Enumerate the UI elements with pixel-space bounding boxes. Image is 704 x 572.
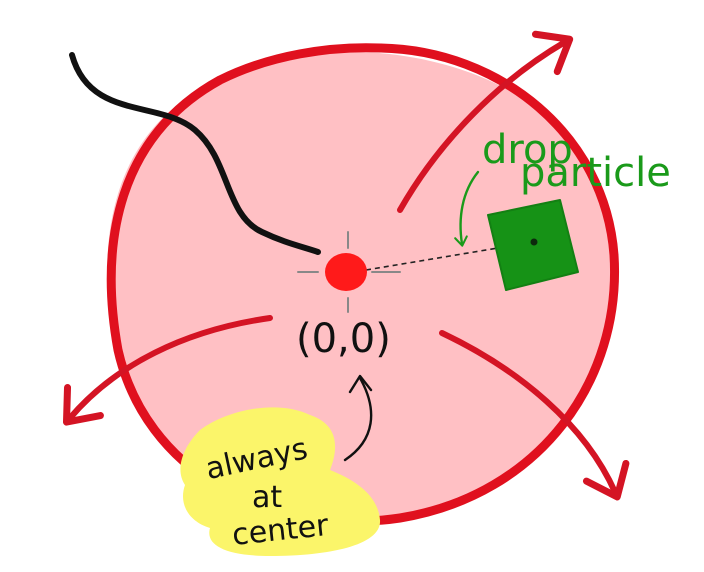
center-pointer-arrow xyxy=(343,376,373,462)
note-line2: at xyxy=(252,480,282,515)
arrow-up-right xyxy=(397,30,574,213)
origin-dot xyxy=(325,253,367,291)
drop-label-line2: particle xyxy=(520,150,671,196)
origin-label: (0,0) xyxy=(296,316,391,362)
particle-center-dot xyxy=(530,238,538,246)
drop-label-line1: drop xyxy=(482,127,573,173)
note-highlight xyxy=(180,407,381,556)
origin-crosshair xyxy=(297,231,401,313)
arrow-down-right xyxy=(439,330,630,501)
drop-pointer-arrow xyxy=(454,170,480,247)
center-pointer-arrowhead xyxy=(348,374,373,394)
black-tether-line xyxy=(69,52,321,255)
circle-fill xyxy=(107,51,617,521)
dashed-link-line xyxy=(365,241,535,271)
arrow-down-left xyxy=(62,315,273,426)
